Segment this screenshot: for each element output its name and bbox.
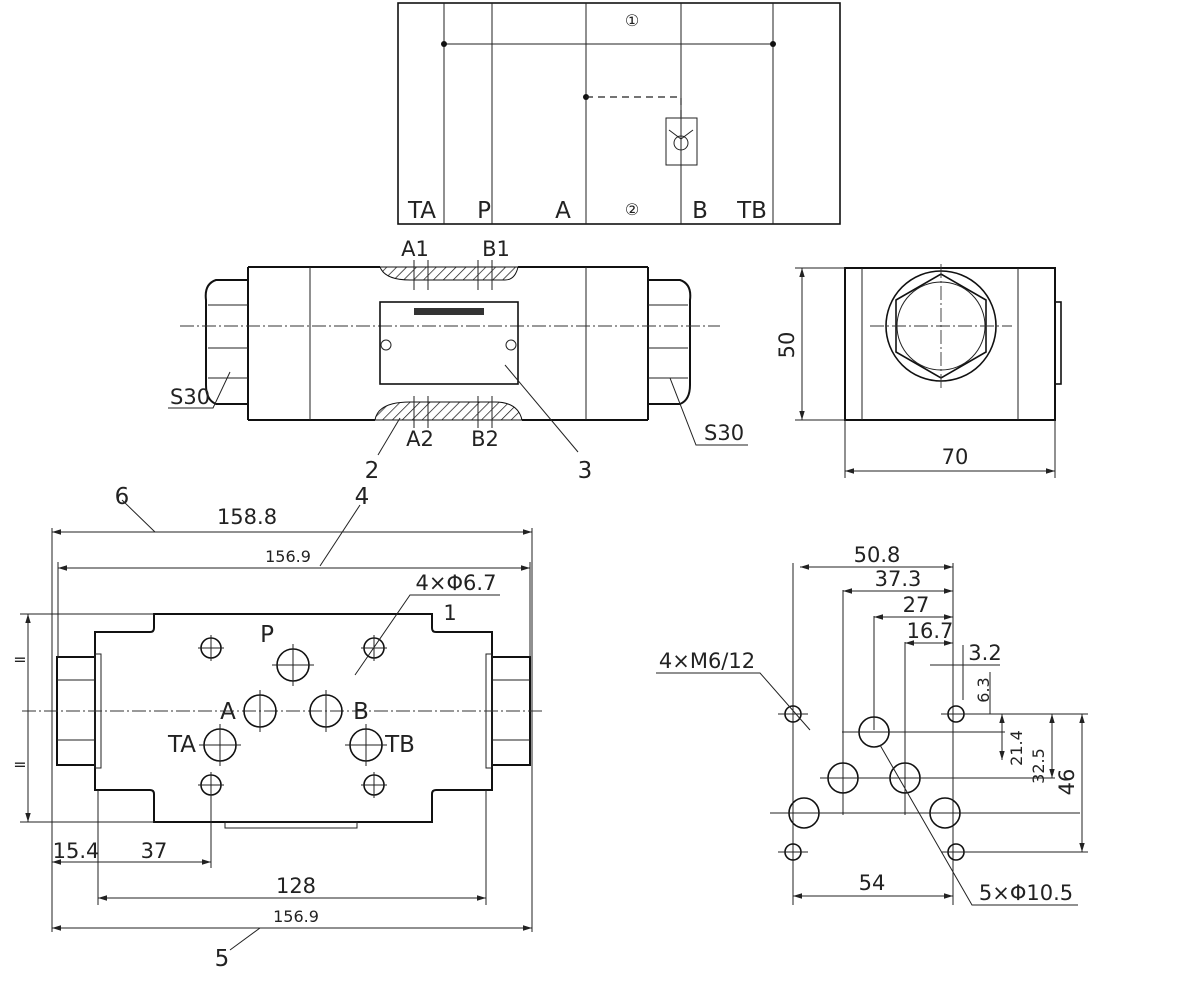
dim-128: 128 [276,874,316,898]
holes-note: 4×Φ6.7 [416,571,497,595]
callout-6: 6 [115,484,130,510]
port-b1-label: B1 [482,237,510,261]
end-view-height-dim: 50 [775,332,799,359]
dim-27: 27 [903,593,930,617]
schematic-port-b: B [692,198,708,224]
threads-note: 4×M6/12 [659,649,755,673]
dim-6-3: 6.3 [974,677,993,702]
plan-port-ta: TA [167,732,196,758]
schematic-port-ta: TA [407,198,436,224]
port-b2-label: B2 [471,427,499,451]
port-a1-label: A1 [401,237,429,261]
dim-16-7: 16.7 [907,619,954,643]
port-a2-label: A2 [406,427,434,451]
plan-port-b: B [353,699,369,725]
port-pattern-view: 50.8 37.3 27 16.7 3.2 6.3 21.4 [656,543,1088,906]
dim-15-4: 15.4 [53,839,100,863]
callout-3: 3 [578,458,593,484]
dim-54: 54 [859,871,886,895]
equal-mark-bottom: = [13,755,26,774]
plug-left-label: S30 [170,385,210,409]
brand-logo-mark [414,308,484,315]
end-view-width-dim: 70 [942,445,969,469]
side-view: A1 B1 A2 B2 S30 S30 2 3 [168,237,748,484]
dim-50-8: 50.8 [854,543,901,567]
callout-2: 2 [365,458,380,484]
equal-mark-top: = [13,650,26,669]
plan-port-tb: TB [384,732,415,758]
dim-46: 46 [1055,769,1079,796]
dim-37: 37 [141,839,168,863]
schematic-circle-1: ① [625,11,639,30]
plan-port-a: A [220,699,236,725]
ports-note: 5×Φ10.5 [979,881,1073,905]
dim-156-9-bottom: 156.9 [273,907,319,926]
callout-4: 4 [355,484,370,510]
callout-5: 5 [215,946,230,972]
dim-32-5: 32.5 [1029,748,1048,784]
end-view: 50 70 [775,264,1062,478]
dim-156-9-top: 156.9 [265,547,311,566]
dim-21-4: 21.4 [1007,730,1026,766]
dim-158-8: 158.8 [217,505,277,529]
dim-37-3: 37.3 [875,567,922,591]
hydraulic-schematic: ① ② TA P A B TB [397,2,841,225]
plan-view: P A B TA TB = = 158.8 156.9 4×Φ6.7 1 6 4… [13,484,545,972]
dim-3-2: 3.2 [968,641,1001,665]
plan-port-p: P [260,622,274,648]
schematic-circle-2: ② [625,200,639,219]
schematic-port-tb: TB [736,198,767,224]
plug-right-label: S30 [704,421,744,445]
schematic-port-p: P [477,198,491,224]
schematic-port-a: A [555,198,571,224]
callout-1: 1 [443,601,456,625]
